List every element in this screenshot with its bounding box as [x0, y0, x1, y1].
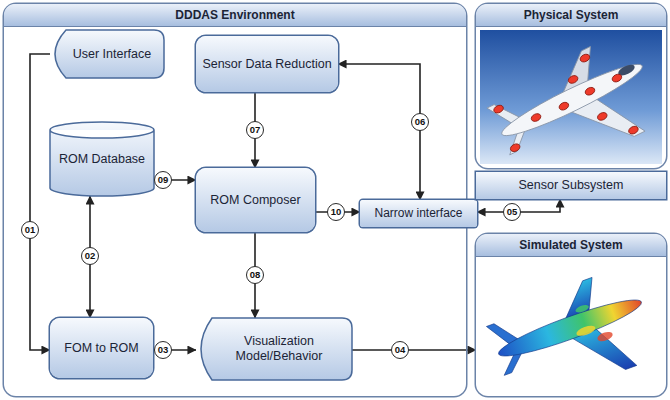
callout-number: 07 — [246, 121, 264, 139]
node-label: Narrow interface — [372, 206, 464, 220]
node-label: Sensor Data Reduction — [200, 57, 333, 72]
callout-number: 01 — [21, 221, 39, 239]
panel-ground — [476, 234, 666, 396]
panel-heading: Simulated System — [476, 234, 666, 257]
node-label: Sensor Subsystem — [517, 178, 626, 193]
callout-number: 03 — [154, 341, 172, 359]
aircraft-photo — [480, 30, 668, 189]
system-panel: Simulated System — [476, 234, 666, 396]
callout-number: 06 — [411, 113, 429, 131]
node-label: ROM Database — [57, 152, 147, 167]
system-panel: Physical System — [476, 4, 666, 168]
process-box: FOM to ROM — [50, 318, 153, 378]
process-box: Sensor Data Reduction — [196, 36, 338, 92]
subsystem-box: Sensor Subsystem — [476, 172, 666, 199]
database-cylinder: ROM Database — [50, 122, 154, 196]
node-label: Visualization Model/Behavior — [206, 334, 352, 364]
panel-ground — [476, 4, 666, 168]
display-shape: Visualization Model/Behavior — [196, 318, 352, 380]
node-label: User Interface — [71, 47, 154, 62]
environment-panel: User InterfaceSensor Data ReductionROM D… — [4, 4, 466, 396]
node-label: ROM Composer — [208, 193, 302, 208]
callout-number: 04 — [391, 341, 409, 359]
panel-heading: DDDAS Environment — [4, 4, 466, 27]
connector-arrow — [352, 349, 476, 351]
simulation-render — [480, 258, 662, 400]
callout-number: 10 — [327, 203, 345, 221]
callout-number: 05 — [503, 203, 521, 221]
interface-box: Narrow interface — [360, 200, 477, 227]
interface-shape: User Interface — [50, 30, 164, 78]
connector-arrow — [30, 54, 50, 350]
callout-number: 02 — [81, 247, 99, 265]
panel-heading: Physical System — [476, 4, 666, 27]
callout-number: 08 — [246, 266, 264, 284]
connector-arrow — [338, 64, 420, 200]
process-box: ROM Composer — [196, 168, 315, 232]
node-label: FOM to ROM — [62, 341, 140, 356]
callout-number: 09 — [154, 171, 172, 189]
